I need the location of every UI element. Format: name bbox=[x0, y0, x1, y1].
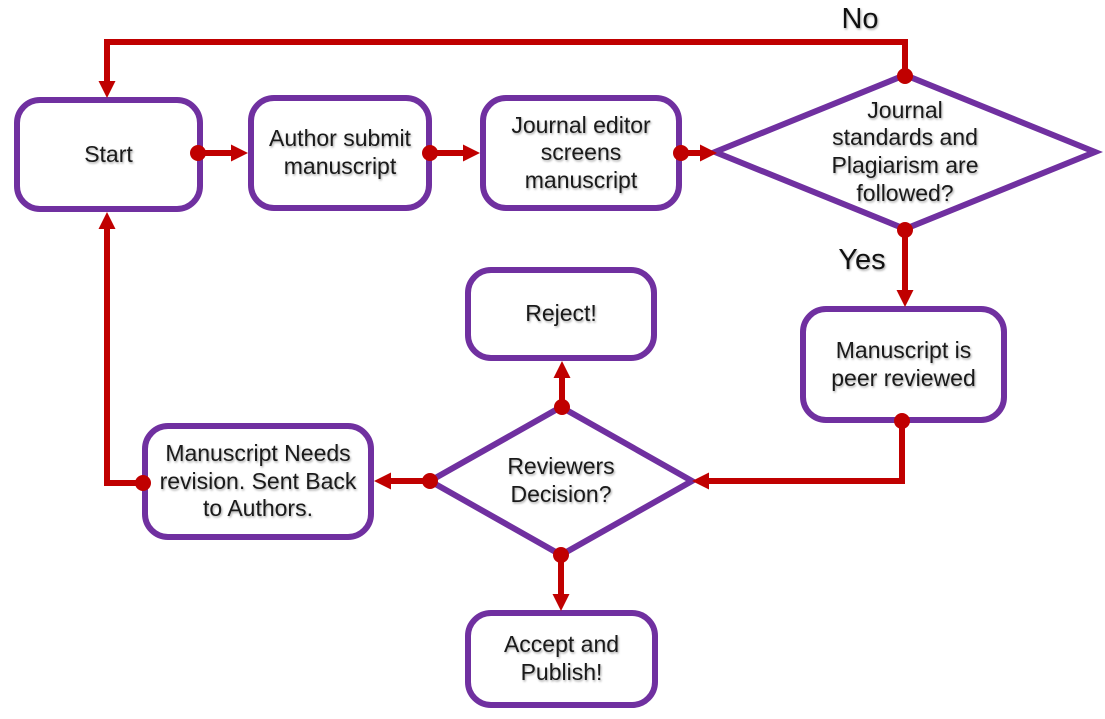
node-author-submit-label: Author submit manuscript bbox=[269, 125, 411, 179]
node-accept-publish-label: Accept and Publish! bbox=[503, 631, 620, 685]
node-reviewers-decision-label: Reviewers Decision? bbox=[507, 453, 615, 507]
edge-reviewers-to-accept bbox=[552, 547, 570, 611]
node-needs-revision: Manuscript Needs revision. Sent Back to … bbox=[142, 423, 374, 540]
edge-reviewers-to-revision bbox=[374, 472, 438, 490]
node-standards-check-shape bbox=[707, 71, 1103, 233]
node-reject-label: Reject! bbox=[525, 300, 597, 327]
node-reviewers-decision-shape bbox=[423, 403, 699, 559]
node-start: Start bbox=[14, 97, 203, 212]
node-standards-check-label: Journal standards and Plagiarism are fol… bbox=[831, 96, 979, 206]
node-needs-revision-label: Manuscript Needs revision. Sent Back to … bbox=[159, 440, 357, 522]
node-peer-review-label: Manuscript is peer reviewed bbox=[831, 336, 976, 391]
node-start-label: Start bbox=[84, 140, 133, 167]
node-editor-screens: Journal editor screens manuscript bbox=[480, 95, 682, 211]
node-author-submit: Author submit manuscript bbox=[248, 95, 432, 211]
node-accept-publish: Accept and Publish! bbox=[465, 610, 658, 708]
edge-peer-review-to-reviewers bbox=[692, 413, 910, 490]
node-peer-review: Manuscript is peer reviewed bbox=[800, 306, 1007, 423]
edge-no-loop-to-start bbox=[98, 39, 913, 98]
node-editor-screens-label: Journal editor screens manuscript bbox=[511, 111, 651, 193]
edge-reviewers-to-reject bbox=[553, 361, 571, 415]
edge-label-yes: Yes bbox=[838, 244, 886, 276]
node-reject: Reject! bbox=[465, 267, 657, 361]
edge-label-no: No bbox=[841, 3, 879, 35]
edge-yes-to-peer-review bbox=[896, 222, 914, 307]
